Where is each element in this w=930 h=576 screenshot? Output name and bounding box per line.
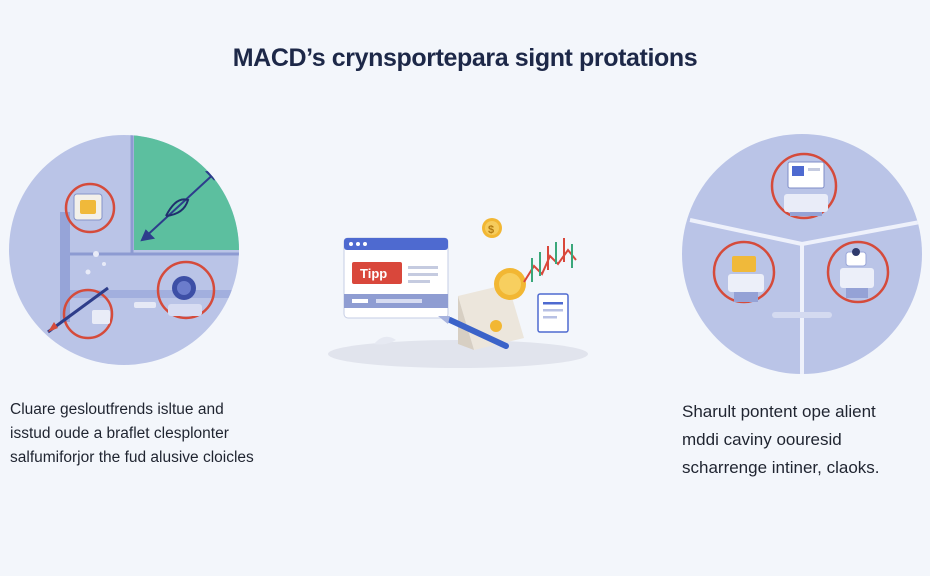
right-caption-line: mddi caviny oouresid bbox=[682, 430, 842, 449]
coin-icon: $ bbox=[482, 218, 502, 238]
left-caption-line: isstud oude a braflet clesplonter bbox=[10, 425, 229, 442]
right-caption-line: scharrenge intiner, claoks. bbox=[682, 458, 880, 477]
left-caption: Cluare gesloutfrends isltue and isstud o… bbox=[10, 398, 270, 470]
tip-label: Tipp bbox=[360, 266, 387, 281]
monitor-icon bbox=[770, 152, 838, 220]
coin-symbol: $ bbox=[488, 224, 494, 236]
right-caption-line: Sharult pontent ope alient bbox=[682, 402, 876, 421]
browser-window-icon bbox=[343, 237, 449, 319]
pen-icon bbox=[47, 286, 114, 340]
desk-icon bbox=[712, 240, 776, 304]
left-circle-illustration bbox=[8, 132, 240, 368]
gold-tag-icon bbox=[64, 182, 116, 234]
left-caption-line: Cluare gesloutfrends isltue and bbox=[10, 401, 224, 418]
right-caption: Sharult pontent ope alient mddi caviny o… bbox=[682, 398, 930, 482]
page-title: MACD’s crynsportepara signt protations bbox=[232, 44, 698, 72]
candlestick-chart-icon bbox=[523, 238, 577, 283]
document-icon bbox=[537, 293, 569, 333]
center-illustration: Tipp $ bbox=[318, 212, 608, 380]
pencil-icon bbox=[438, 316, 509, 349]
globe-badge-icon bbox=[156, 260, 216, 320]
cake-icon bbox=[826, 240, 890, 304]
right-circle-illustration bbox=[680, 132, 924, 376]
left-caption-line: salfumiforjor the fud alusive cloicles bbox=[10, 449, 254, 466]
